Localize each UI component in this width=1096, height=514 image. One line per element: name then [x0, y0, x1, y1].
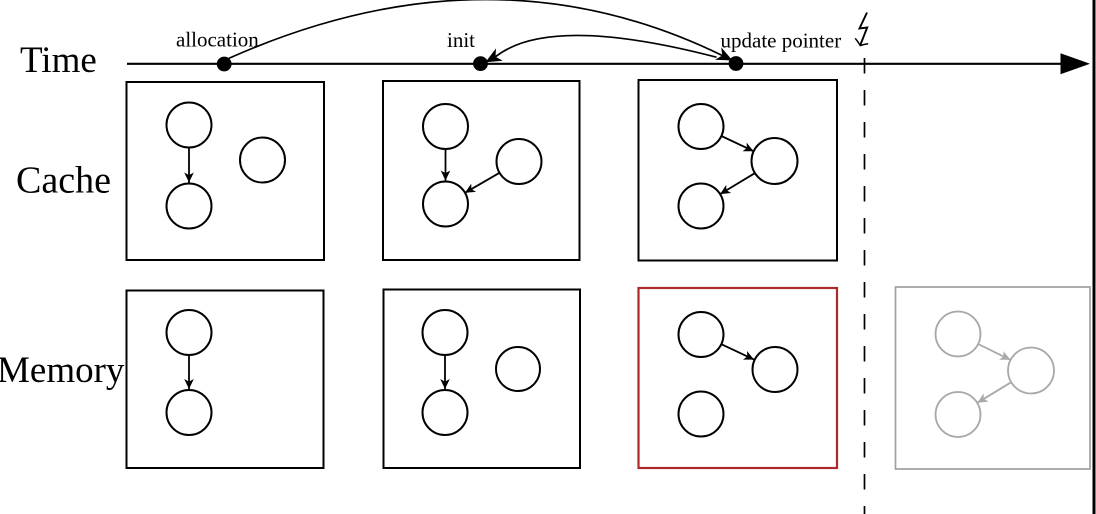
svg-text:update pointer: update pointer: [721, 29, 842, 53]
svg-text:Time: Time: [20, 40, 97, 81]
svg-text:Memory: Memory: [0, 350, 125, 391]
svg-text:init: init: [447, 28, 475, 52]
svg-text:allocation: allocation: [176, 28, 259, 52]
svg-text:Cache: Cache: [16, 160, 111, 202]
